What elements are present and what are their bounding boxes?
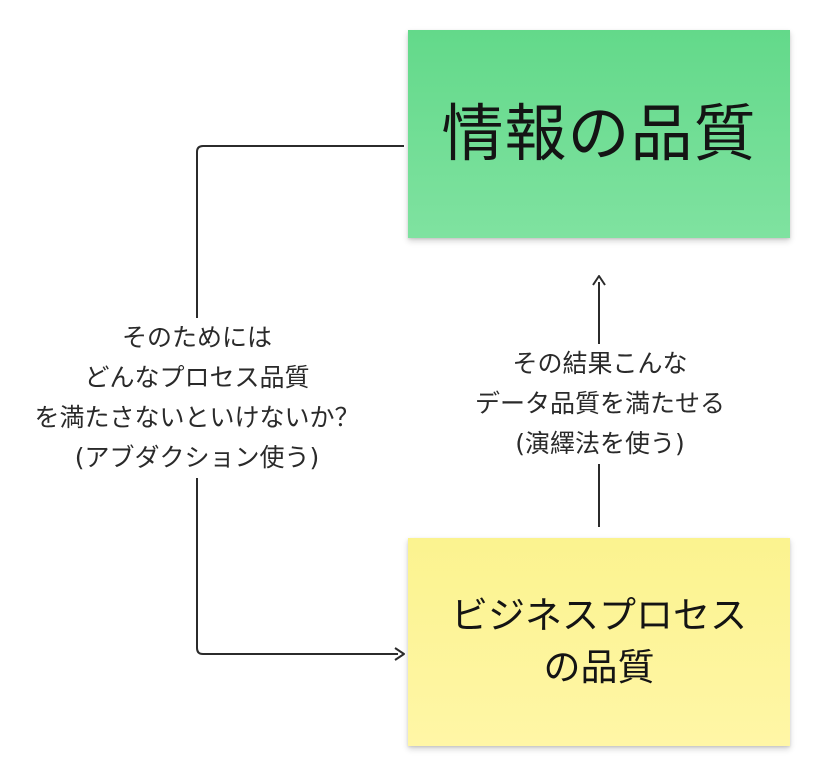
right-label-line1: その結果こんな bbox=[512, 349, 688, 378]
left-label-line3: を満たさないといけないか？ bbox=[34, 403, 360, 432]
sticky-note-business-process-quality[interactable]: ビジネスプロセス の品質 bbox=[408, 538, 790, 746]
business-process-quality-line1: ビジネスプロセス bbox=[451, 594, 747, 638]
edge-label-vertical[interactable]: その結果こんな データ品質を満たせる (演繹法を使う) bbox=[446, 344, 754, 464]
information-quality-label: 情報の品質 bbox=[441, 96, 757, 170]
edge-label-left-loop[interactable]: そのためには どんなプロセス品質 を満たさないといけないか？ (アブダクション使… bbox=[0, 318, 394, 478]
right-label-line2: データ品質を満たせる bbox=[474, 389, 725, 418]
right-label-line3: (演繹法を使う) bbox=[515, 429, 685, 458]
arrowhead-vertical bbox=[592, 275, 606, 286]
left-label-line1: そのためには bbox=[121, 323, 272, 352]
left-label-line4: (アブダクション使う) bbox=[74, 443, 320, 472]
left-label-line2: どんなプロセス品質 bbox=[84, 363, 310, 392]
sticky-note-information-quality[interactable]: 情報の品質 bbox=[408, 30, 790, 238]
arrowhead-left-loop bbox=[394, 647, 405, 661]
business-process-quality-line2: の品質 bbox=[543, 646, 655, 689]
